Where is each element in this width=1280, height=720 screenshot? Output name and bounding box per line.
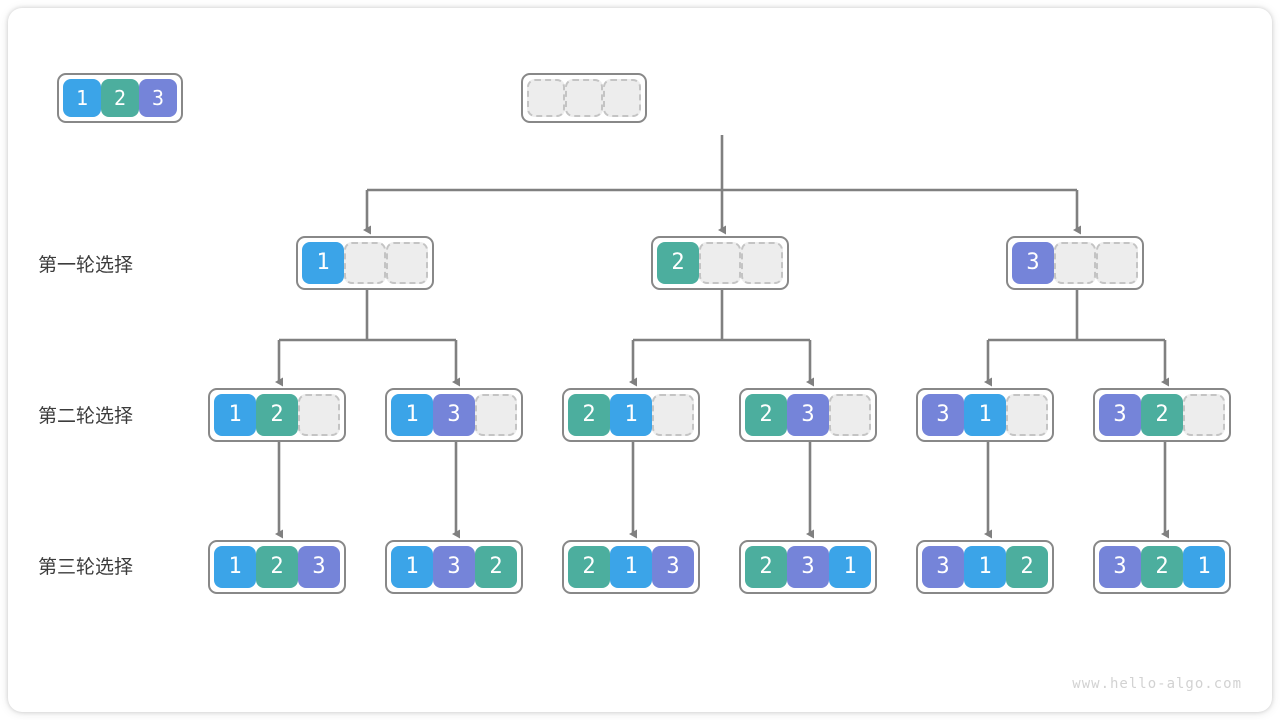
cell (652, 394, 694, 436)
cell: 3 (433, 394, 475, 436)
node-l3-5: 3 2 1 (1093, 540, 1231, 594)
cell: 3 (298, 546, 340, 588)
cell (344, 242, 386, 284)
cell (386, 242, 428, 284)
cell: 3 (922, 394, 964, 436)
state-cell-2 (603, 79, 641, 117)
state-cell-0 (527, 79, 565, 117)
cell: 2 (1006, 546, 1048, 588)
state-expression: state = (521, 73, 647, 123)
cell: 3 (1012, 242, 1054, 284)
node-l1-0: 1 (296, 236, 434, 290)
cell: 1 (610, 394, 652, 436)
node-l3-3: 2 3 1 (739, 540, 877, 594)
row-label-2: 第二轮选择 (38, 406, 134, 427)
cell: 2 (1141, 394, 1183, 436)
cell: 3 (433, 546, 475, 588)
state-cell-1 (565, 79, 603, 117)
diagram-card (8, 8, 1272, 712)
cell: 1 (829, 546, 871, 588)
cell: 3 (787, 394, 829, 436)
row-label-3: 第三轮选择 (38, 557, 134, 578)
choices-cell-2: 3 (139, 79, 177, 117)
cell (699, 242, 741, 284)
cell (1183, 394, 1225, 436)
cell: 2 (475, 546, 517, 588)
state-array (521, 73, 647, 123)
choices-cell-1: 2 (101, 79, 139, 117)
cell: 2 (256, 394, 298, 436)
node-l2-0: 1 2 (208, 388, 346, 442)
cell: 1 (391, 546, 433, 588)
cell (1006, 394, 1048, 436)
cell: 1 (610, 546, 652, 588)
cell (1054, 242, 1096, 284)
cell: 3 (922, 546, 964, 588)
cell (1096, 242, 1138, 284)
cell: 1 (302, 242, 344, 284)
node-l3-0: 1 2 3 (208, 540, 346, 594)
node-l3-4: 3 1 2 (916, 540, 1054, 594)
cell: 1 (1183, 546, 1225, 588)
cell: 1 (964, 546, 1006, 588)
cell: 2 (745, 546, 787, 588)
cell: 2 (1141, 546, 1183, 588)
cell: 1 (214, 394, 256, 436)
node-l1-2: 3 (1006, 236, 1144, 290)
cell (475, 394, 517, 436)
cell: 1 (964, 394, 1006, 436)
cell: 3 (652, 546, 694, 588)
cell: 2 (568, 394, 610, 436)
choices-cell-0: 1 (63, 79, 101, 117)
cell: 2 (745, 394, 787, 436)
cell: 1 (391, 394, 433, 436)
node-l2-4: 3 1 (916, 388, 1054, 442)
node-l2-3: 2 3 (739, 388, 877, 442)
node-l3-2: 2 1 3 (562, 540, 700, 594)
cell: 2 (568, 546, 610, 588)
cell: 2 (657, 242, 699, 284)
cell (829, 394, 871, 436)
cell (741, 242, 783, 284)
node-l1-1: 2 (651, 236, 789, 290)
cell: 3 (1099, 394, 1141, 436)
cell: 3 (787, 546, 829, 588)
choices-expression: choices = 1 2 3 (57, 73, 183, 123)
node-l3-1: 1 3 2 (385, 540, 523, 594)
watermark: www.hello-algo.com (1072, 676, 1242, 692)
cell: 2 (256, 546, 298, 588)
node-l2-5: 3 2 (1093, 388, 1231, 442)
cell: 1 (214, 546, 256, 588)
node-l2-1: 1 3 (385, 388, 523, 442)
row-label-1: 第一轮选择 (38, 255, 134, 276)
cell: 3 (1099, 546, 1141, 588)
node-l2-2: 2 1 (562, 388, 700, 442)
choices-array: 1 2 3 (57, 73, 183, 123)
cell (298, 394, 340, 436)
